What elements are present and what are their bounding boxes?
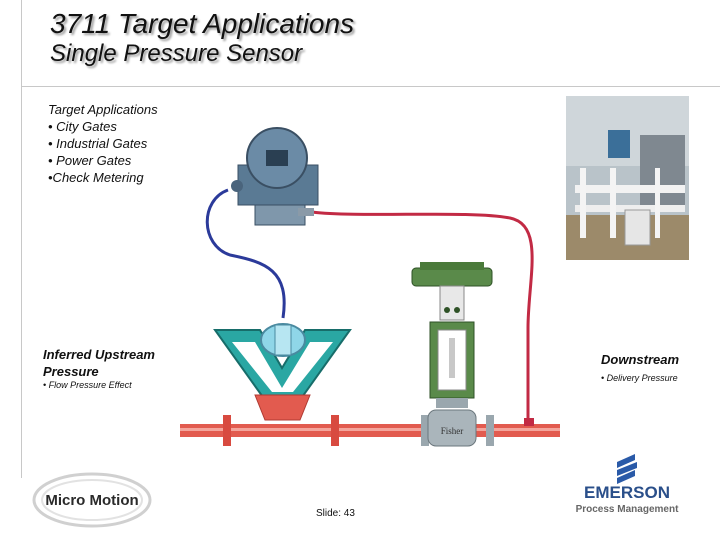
downstream-label: Downstream xyxy=(601,352,680,367)
valve-brand-text: Fisher xyxy=(441,426,464,436)
application-item: •Check Metering xyxy=(48,170,144,185)
process-pipe xyxy=(180,415,560,446)
emerson-globe-icon xyxy=(617,454,637,484)
slide-subtitle: Single Pressure Sensor xyxy=(50,40,303,67)
horizontal-rule xyxy=(21,86,720,87)
downstream-cable xyxy=(311,210,534,420)
micro-motion-logo: Micro Motion xyxy=(32,472,152,528)
downstream-note: • Delivery Pressure xyxy=(601,373,678,383)
applications-list: Target Applications • City Gates • Indus… xyxy=(48,101,158,186)
emerson-wordmark: EMERSON xyxy=(584,483,670,502)
applications-heading: Target Applications xyxy=(48,102,158,117)
upstream-note: • Flow Pressure Effect xyxy=(43,380,132,390)
upstream-label-line1: Inferred Upstream xyxy=(43,347,155,362)
application-item: • Power Gates xyxy=(48,153,132,168)
slide-number: Slide: 43 xyxy=(316,508,355,519)
micro-motion-wordmark: Micro Motion xyxy=(45,492,138,509)
application-item: • City Gates xyxy=(48,119,117,134)
coriolis-flow-meter xyxy=(213,323,352,421)
upstream-cable xyxy=(205,188,286,319)
slide-title: 3711 Target Applications xyxy=(50,8,355,39)
upstream-label: Inferred Upstream Pressure xyxy=(43,346,155,380)
upstream-label-line2: Pressure xyxy=(43,364,99,379)
fisher-control-valve: Fisher xyxy=(411,262,493,447)
pressure-transmitter xyxy=(231,127,319,226)
field-installation-photo xyxy=(566,96,689,260)
application-item: • Industrial Gates xyxy=(48,136,148,151)
process-management-text: Process Management xyxy=(576,504,679,515)
emerson-logo: EMERSON Process Management xyxy=(576,454,679,515)
vertical-rule xyxy=(21,0,22,478)
